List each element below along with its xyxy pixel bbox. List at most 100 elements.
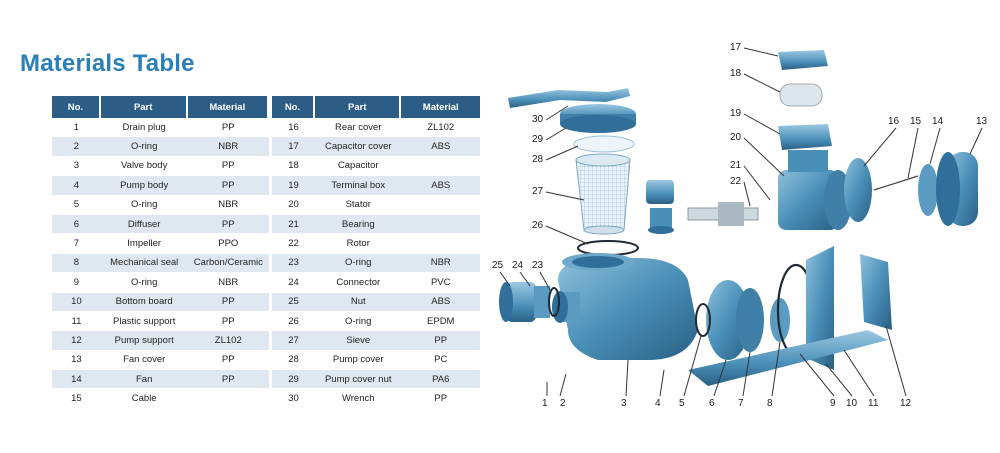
label-1: 1 bbox=[542, 398, 548, 409]
cell-no: 4 bbox=[52, 176, 101, 196]
cell-no: 27 bbox=[271, 331, 316, 351]
cell-no: 21 bbox=[271, 214, 316, 235]
cell-no: 25 bbox=[271, 292, 316, 312]
cell-material: PA6 bbox=[401, 370, 480, 390]
cell-material: PP bbox=[187, 156, 270, 177]
cell-no: 14 bbox=[52, 370, 101, 390]
connector-part bbox=[499, 282, 560, 322]
label-6: 6 bbox=[709, 398, 715, 409]
table-separator bbox=[269, 350, 272, 371]
cell-part: Nut bbox=[315, 292, 402, 312]
pump-exploded-diagram: 1 2 3 4 5 6 7 8 9 10 11 12 25 24 23 26 2… bbox=[492, 42, 988, 409]
cell-no: 6 bbox=[52, 214, 101, 235]
header-material-left: Material bbox=[187, 96, 270, 118]
sieve-part bbox=[575, 153, 631, 235]
cell-no: 17 bbox=[271, 137, 316, 157]
cell-part: Terminal box bbox=[315, 176, 402, 196]
cell-material: PPO bbox=[187, 234, 270, 254]
cell-no: 24 bbox=[271, 273, 316, 293]
label-27: 27 bbox=[532, 186, 544, 197]
table-header-row: No. Part Material No. Part Material bbox=[52, 96, 480, 118]
cell-part: Drain plug bbox=[100, 118, 188, 138]
label-28: 28 bbox=[532, 154, 544, 165]
table-separator bbox=[269, 156, 272, 177]
cell-no: 28 bbox=[271, 350, 316, 371]
cell-no: 10 bbox=[52, 292, 101, 312]
mechanical-seal-part bbox=[770, 298, 790, 342]
cell-part: Bottom board bbox=[100, 292, 188, 312]
cell-part: Capacitor cover bbox=[315, 137, 402, 157]
valve-body-part bbox=[646, 180, 674, 234]
cell-part: O-ring bbox=[100, 195, 188, 215]
table-separator bbox=[269, 292, 272, 312]
cell-no: 22 bbox=[271, 234, 316, 254]
cell-part: Diffuser bbox=[100, 214, 188, 235]
label-19: 19 bbox=[730, 108, 742, 119]
cell-material: ZL102 bbox=[401, 118, 480, 138]
header-part-right: Part bbox=[315, 96, 402, 118]
cell-material: PC bbox=[401, 350, 480, 371]
cell-no: 19 bbox=[271, 176, 316, 196]
cell-no: 13 bbox=[52, 350, 101, 371]
cell-material bbox=[401, 234, 480, 254]
cell-material: PP bbox=[401, 389, 480, 409]
cell-part: O-ring bbox=[100, 137, 188, 157]
label-7: 7 bbox=[738, 398, 744, 409]
cell-no: 20 bbox=[271, 195, 316, 215]
cell-part: Impeller bbox=[100, 234, 188, 254]
cell-material bbox=[401, 156, 480, 177]
label-10: 10 bbox=[846, 398, 858, 409]
cell-part: Capacitor bbox=[315, 156, 402, 177]
label-16: 16 bbox=[888, 116, 900, 127]
header-no-right: No. bbox=[271, 96, 316, 118]
label-17: 17 bbox=[730, 42, 742, 53]
rear-cover-part bbox=[844, 152, 978, 226]
table-separator bbox=[269, 137, 272, 157]
cell-material: ABS bbox=[401, 292, 480, 312]
label-23: 23 bbox=[532, 260, 544, 271]
cell-part: Wrench bbox=[315, 389, 402, 409]
cell-no: 18 bbox=[271, 156, 316, 177]
page-title: Materials Table bbox=[20, 50, 195, 77]
cell-material: ZL102 bbox=[187, 331, 270, 351]
cell-material: PP bbox=[187, 311, 270, 332]
bottom-board-part bbox=[806, 246, 834, 370]
label-25: 25 bbox=[492, 260, 504, 271]
pump-cover-nut-part bbox=[560, 104, 636, 133]
table-separator bbox=[269, 118, 272, 138]
label-21: 21 bbox=[730, 160, 742, 171]
label-11: 11 bbox=[868, 398, 879, 409]
cell-part: Mechanical seal bbox=[100, 253, 188, 274]
cell-part: Pump support bbox=[100, 331, 188, 351]
cell-material bbox=[187, 389, 270, 409]
cell-part: Cable bbox=[100, 389, 188, 409]
cell-part: Rotor bbox=[315, 234, 402, 254]
label-4: 4 bbox=[655, 398, 661, 409]
table-separator bbox=[269, 273, 272, 293]
cell-part: O-ring bbox=[315, 253, 402, 274]
cell-no: 12 bbox=[52, 331, 101, 351]
motor-part bbox=[778, 150, 852, 230]
table-separator bbox=[269, 96, 272, 118]
cell-no: 7 bbox=[52, 234, 101, 254]
label-13: 13 bbox=[976, 116, 988, 127]
cell-no: 3 bbox=[52, 156, 101, 177]
header-material-right: Material bbox=[401, 96, 480, 118]
table-separator bbox=[269, 214, 272, 235]
cell-material: NBR bbox=[187, 195, 270, 215]
cell-material bbox=[401, 195, 480, 215]
cell-no: 9 bbox=[52, 273, 101, 293]
cell-part: Pump body bbox=[100, 176, 188, 196]
label-2: 2 bbox=[560, 398, 566, 409]
cell-part: Plastic support bbox=[100, 311, 188, 332]
label-15: 15 bbox=[910, 116, 922, 127]
cell-part: Fan cover bbox=[100, 350, 188, 371]
table-separator bbox=[269, 389, 272, 409]
